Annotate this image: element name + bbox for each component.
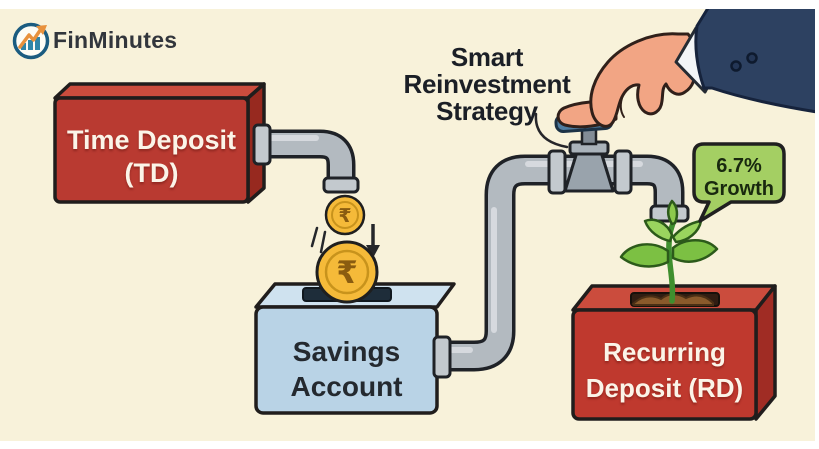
hand-turning-valve: [556, 0, 819, 129]
sleeve-button: [746, 52, 758, 64]
leaf: [667, 199, 679, 226]
falling-coins: ₹ ₹: [310, 194, 380, 304]
label-pointer-line: [534, 112, 569, 149]
pipe-flange: [252, 123, 272, 166]
growth-chart-logo-icon: [12, 22, 50, 60]
frame-top: [0, 0, 819, 9]
growth-bubble: [692, 142, 786, 223]
time-deposit-box: [53, 82, 266, 204]
motion-line: [310, 226, 319, 248]
pipe-spout-flange: [322, 176, 360, 194]
td-box-top-face: [53, 82, 266, 100]
knuckle-line: [619, 94, 625, 118]
plant: [619, 199, 719, 304]
frame-bottom: [0, 441, 819, 449]
plant-stem: [666, 220, 676, 304]
sleeve-button: [730, 60, 742, 72]
savings-box-front-face: [254, 305, 439, 415]
leaf: [671, 239, 719, 263]
motion-line: [319, 230, 327, 254]
speech-bubble: [692, 142, 786, 223]
coin-large: ₹: [315, 240, 379, 304]
td-box-front-face: [53, 96, 250, 204]
coin-small: ₹: [324, 194, 366, 236]
rd-box-front-face: [571, 308, 758, 421]
down-arrow-icon: [366, 224, 380, 258]
frame-right: [815, 0, 819, 449]
rupee-symbol: ₹: [336, 255, 358, 291]
recurring-deposit-box: [571, 284, 777, 421]
pipe-flange: [432, 335, 452, 379]
pipe-flange: [547, 149, 567, 195]
rupee-symbol: ₹: [338, 205, 351, 227]
pipe-flange: [613, 149, 633, 195]
pipe-savings-to-rd: [432, 149, 690, 379]
rd-box-side-face: [754, 284, 777, 421]
leaf: [643, 218, 674, 243]
savings-box: [254, 282, 456, 415]
pipe-td-to-savings: [252, 123, 360, 194]
leaf: [619, 243, 670, 268]
